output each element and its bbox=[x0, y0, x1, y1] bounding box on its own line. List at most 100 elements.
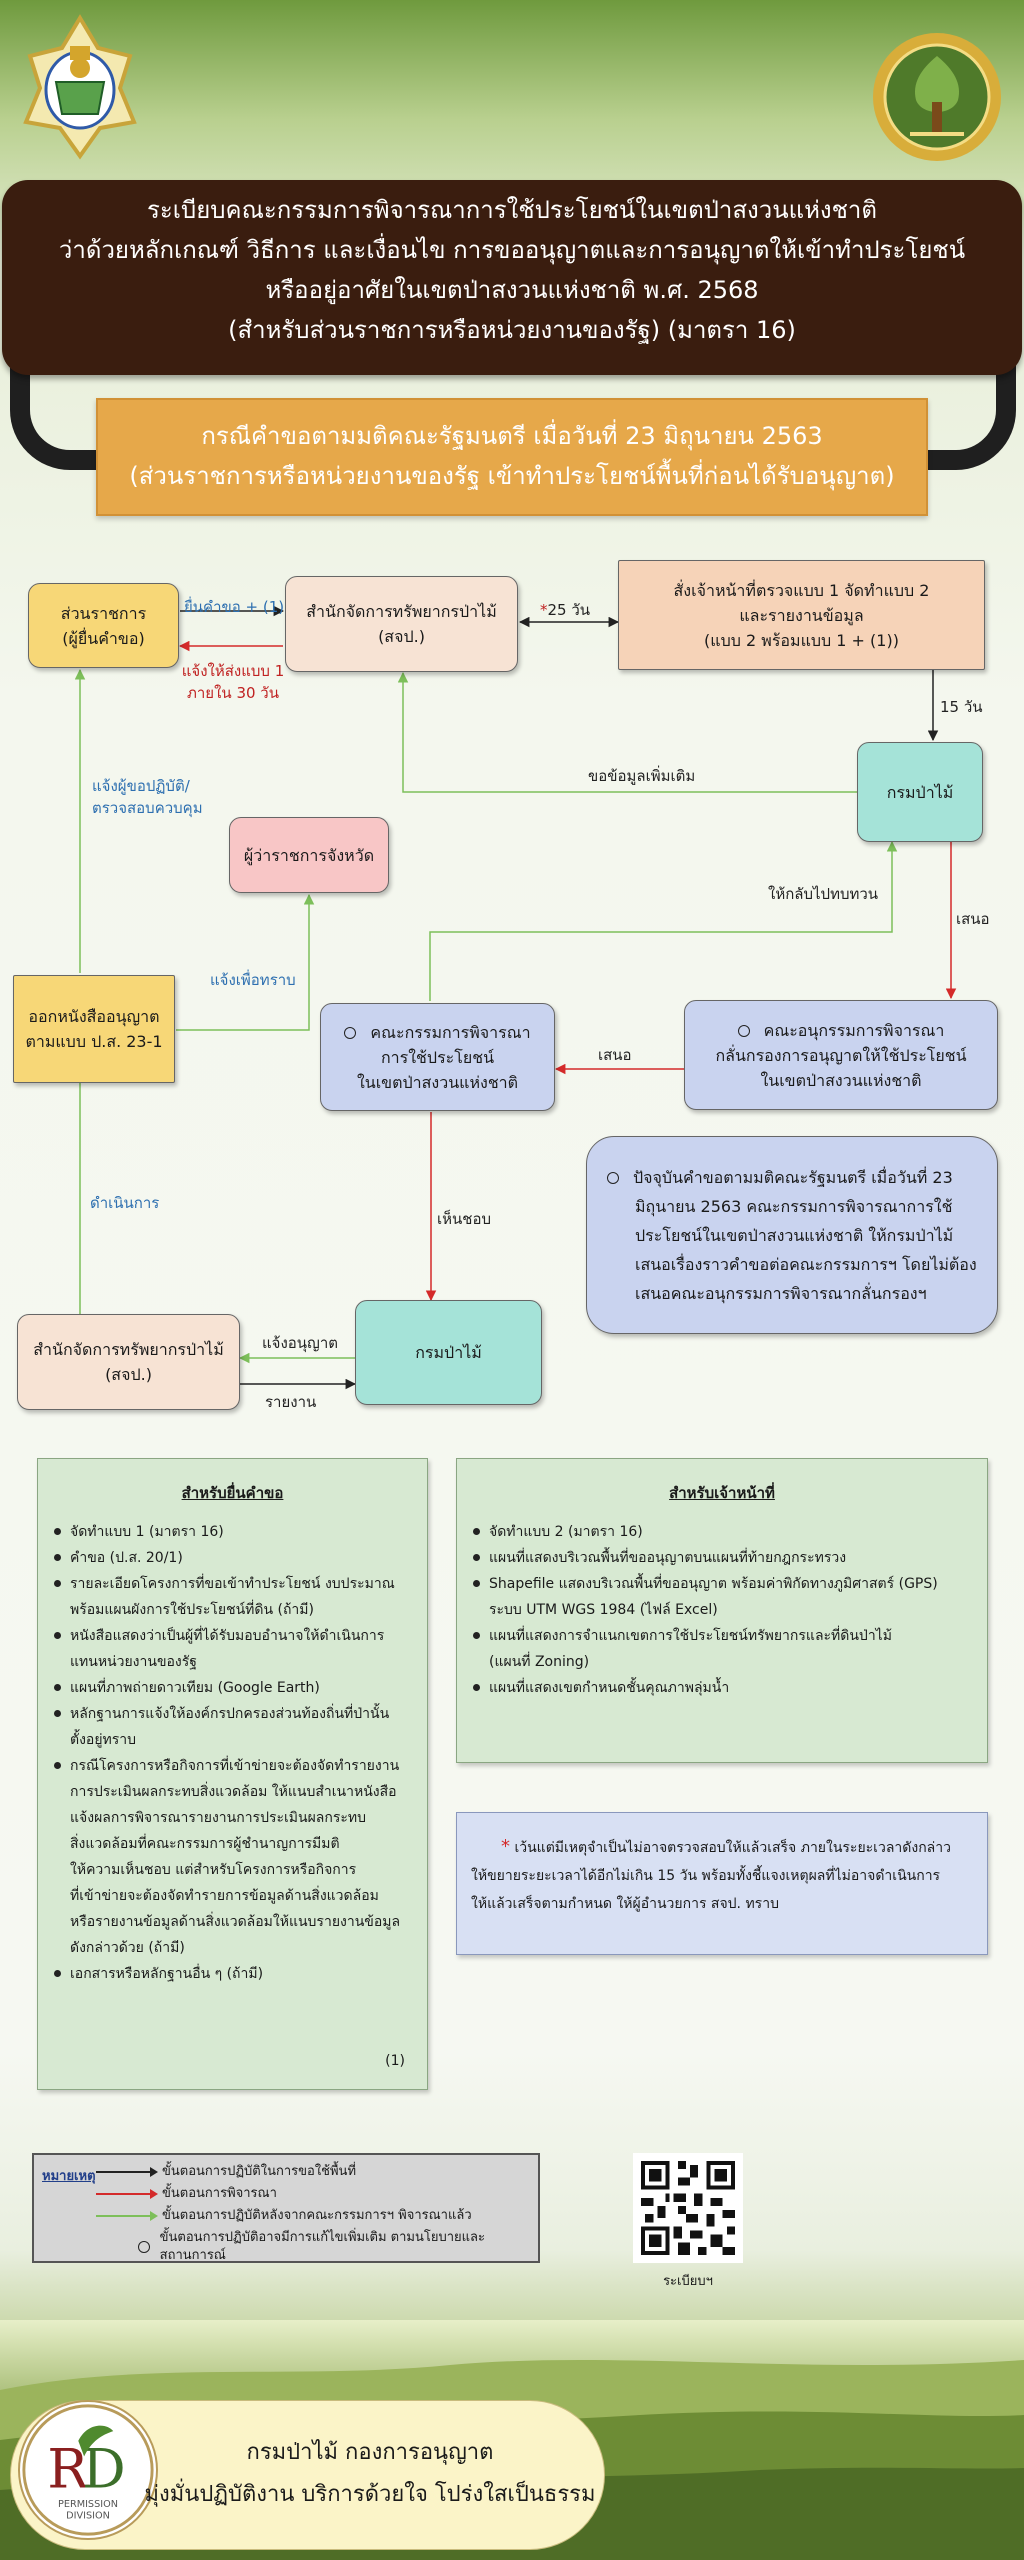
item-line: แทนหน่วยงานของรัฐ bbox=[70, 1654, 198, 1670]
case-line-2: (ส่วนราชการหรือหน่วยงานของรัฐ เข้าทำประโ… bbox=[129, 462, 895, 490]
governor-box: ผู้ว่าราชการจังหวัด bbox=[229, 817, 389, 893]
item-line: ที่เข้าข่ายจะต้องจัดทำรายการข้อมูลด้านสิ… bbox=[70, 1888, 379, 1904]
note-line-2: มิถุนายน 2563 คณะกรรมการพิจารณาการใช้ bbox=[635, 1196, 953, 1216]
footnote-marker: (1) bbox=[385, 2053, 405, 2069]
label-notify-comply-line-1: แจ้งผู้ขอปฏิบัติ/ bbox=[92, 777, 190, 795]
label-notify-ack: แจ้งเพื่อทราบ bbox=[210, 971, 296, 989]
asterisk-mark: * bbox=[501, 1836, 510, 1857]
committee-line-2: การใช้ประโยชน์ bbox=[380, 1047, 495, 1067]
legend-row-after-committee: ขั้นตอนการปฏิบัติหลังจากคณะกรรมการฯ พิจา… bbox=[96, 2207, 472, 2225]
rfd-bottom-label: กรมป่าไม้ bbox=[415, 1343, 482, 1362]
label-submit: ยื่นคำขอ + (1) bbox=[184, 598, 285, 616]
logo-text-line-2: DIVISION bbox=[66, 2511, 110, 2522]
qr-code-icon bbox=[633, 2153, 743, 2263]
applicant-box: ส่วนราชการ (ผู้ยื่นคำขอ) bbox=[28, 583, 179, 668]
provincial-office-box-bottom: สำนักจัดการทรัพยากรป่าไม้ (สจป.) bbox=[17, 1314, 240, 1410]
title-line-2: ว่าด้วยหลักเกณฑ์ วิธีการ และเงื่อนไข การ… bbox=[58, 236, 966, 264]
note-line-5: เสนอคณะอนุกรรมการพิจารณากลั่นกรองฯ bbox=[635, 1283, 927, 1303]
label-approve: เห็นชอบ bbox=[437, 1210, 491, 1228]
logo-text-line-1: PERMISSION bbox=[58, 2499, 118, 2510]
label-notify-permit: แจ้งอนุญาต bbox=[262, 1334, 338, 1352]
list-item: แผนที่ภาพถ่ายดาวเทียม (Google Earth) bbox=[52, 1675, 415, 1701]
note-line-4: เสนอเรื่องราวคำขอต่อคณะกรรมการฯ โดยไม่ต้… bbox=[635, 1254, 977, 1274]
officer-docs-panel: สำหรับเจ้าหน้าที่ จัดทำแบบ 2 (มาตรา 16) … bbox=[456, 1458, 988, 1763]
ministry-emblem-icon bbox=[23, 14, 137, 160]
rfd-box-top: กรมป่าไม้ bbox=[857, 742, 983, 842]
remark-line-3: ให้แล้วเสร็จตามกำหนด ให้ผู้อำนวยการ สจป.… bbox=[471, 1896, 779, 1912]
item-line: พร้อมแผนผังการใช้ประโยชน์ที่ดิน (ถ้ามี) bbox=[70, 1602, 314, 1618]
legend-row-consideration-text: ขั้นตอนการพิจารณา bbox=[162, 2186, 277, 2201]
committee-line-1-text: คณะกรรมการพิจารณา bbox=[370, 1022, 531, 1042]
item-line: จัดทำแบบ 1 (มาตรา 16) bbox=[70, 1524, 224, 1540]
legend-row-policy-text: ขั้นตอนการปฏิบัติอาจมีการแก้ไขเพิ่มเติม … bbox=[159, 2230, 485, 2263]
qr-label: ระเบียบฯ bbox=[663, 2274, 713, 2289]
provincial-top-line-2: (สจป.) bbox=[378, 627, 425, 646]
item-line: (แผนที่ Zoning) bbox=[489, 1654, 590, 1670]
label-notify-send-line-1: แจ้งให้ส่งแบบ 1 bbox=[181, 662, 285, 680]
item-line: แผนที่แสดงเขตกำหนดชั้นคุณภาพลุ่มน้ำ bbox=[489, 1680, 730, 1696]
list-item: Shapefile แสดงบริเวณพื้นที่ขออนุญาต พร้อ… bbox=[471, 1571, 975, 1623]
provincial-office-box-top: สำนักจัดการทรัพยากรป่าไม้ (สจป.) bbox=[285, 576, 518, 672]
arrow-notify-ack bbox=[176, 893, 315, 1031]
list-item: หลักฐานการแจ้งให้องค์กรปกครองส่วนท้องถิ่… bbox=[52, 1701, 415, 1753]
title-line-4: (สำหรับส่วนราชการหรือหน่วยงานของรัฐ) (มา… bbox=[228, 316, 796, 344]
item-line: สิ่งแวดล้อมที่คณะกรรมการผู้ชำนาญการมีมติ bbox=[70, 1836, 340, 1852]
note-line-1-text: ปัจจุบันคำขอตามมติคณะรัฐมนตรี เมื่อวันที… bbox=[633, 1167, 953, 1187]
applicant-docs-list: จัดทำแบบ 1 (มาตรา 16) คำขอ (ป.ส. 20/1) ร… bbox=[38, 1519, 427, 1987]
remark-line-1-text: เว้นแต่มีเหตุจำเป็นไม่อาจตรวจสอบให้แล้วเ… bbox=[514, 1840, 951, 1856]
arrow-more-info bbox=[397, 671, 857, 793]
label-propose-committee: เสนอ bbox=[598, 1046, 632, 1064]
legend-row-practice: ขั้นตอนการปฏิบัติในการขอใช้พื้นที่ bbox=[96, 2163, 356, 2181]
svg-text:D: D bbox=[82, 2437, 126, 2500]
list-item: จัดทำแบบ 2 (มาตรา 16) bbox=[471, 1519, 975, 1545]
note-line-3: ประโยชน์ในเขตป่าสงวนแห่งชาติ ให้กรมป่าไม… bbox=[635, 1225, 954, 1245]
item-line: จัดทำแบบ 2 (มาตรา 16) bbox=[489, 1524, 643, 1540]
applicant-docs-title: สำหรับยื่นคำขอ bbox=[181, 1484, 284, 1502]
item-line: คำขอ (ป.ส. 20/1) bbox=[70, 1550, 183, 1566]
subcommittee-line-2: กลั่นกรองการอนุญาตให้ใช้ประโยชน์ bbox=[715, 1045, 967, 1065]
legend-row-after-committee-text: ขั้นตอนการปฏิบัติหลังจากคณะกรรมการฯ พิจา… bbox=[162, 2208, 472, 2223]
permit-issue-line-1: ออกหนังสืออนุญาต bbox=[28, 1007, 160, 1026]
label-notify-send: แจ้งให้ส่งแบบ 1 ภายใน 30 วัน bbox=[180, 660, 286, 704]
applicant-line-2: (ผู้ยื่นคำขอ) bbox=[62, 628, 145, 648]
item-line: การประเมินผลกระทบสิ่งแวดล้อม ให้แนบสำเนา… bbox=[70, 1784, 397, 1800]
item-line: กรณีโครงการหรือกิจการที่เข้าข่ายจะต้องจั… bbox=[70, 1758, 400, 1774]
officer-inspection-box: สั่งเจ้าหน้าที่ตรวจแบบ 1 จัดทำแบบ 2 และร… bbox=[618, 560, 985, 670]
item-line: แผนที่แสดงการจำแนกเขตการใช้ประโยชน์ทรัพย… bbox=[489, 1628, 892, 1644]
royal-forest-department-emblem-icon bbox=[873, 33, 1001, 161]
officer-line-2: และรายงานข้อมูล bbox=[739, 605, 864, 625]
title-line-3: หรืออยู่อาศัยในเขตป่าสงวนแห่งชาติ พ.ศ. 2… bbox=[265, 276, 759, 304]
case-banner: กรณีคำขอตามมติคณะรัฐมนตรี เมื่อวันที่ 23… bbox=[96, 398, 928, 516]
rfd-box-bottom: กรมป่าไม้ bbox=[355, 1300, 542, 1405]
committee-box: คณะกรรมการพิจารณา การใช้ประโยชน์ ในเขตป่… bbox=[320, 1003, 555, 1111]
label-25-days-text: 25 วัน bbox=[547, 601, 591, 619]
regulation-title: ระเบียบคณะกรรมการพิจารณาการใช้ประโยชน์ใน… bbox=[2, 180, 1022, 375]
remark-line-2: ให้ขยายระยะเวลาได้อีกไม่เกิน 15 วัน พร้อ… bbox=[471, 1868, 941, 1884]
circle-marker-icon bbox=[344, 1027, 357, 1039]
footer-text: กรมป่าไม้ กองการอนุญาต มุ่งมั่นปฏิบัติงา… bbox=[140, 2432, 600, 2516]
item-line: ตั้งอยู่ทราบ bbox=[70, 1732, 137, 1748]
title-line-1: ระเบียบคณะกรรมการพิจารณาการใช้ประโยชน์ใน… bbox=[147, 196, 877, 224]
list-item: แผนที่แสดงเขตกำหนดชั้นคุณภาพลุ่มน้ำ bbox=[471, 1675, 975, 1701]
subcommittee-line-1-text: คณะอนุกรรมการพิจารณา bbox=[763, 1020, 945, 1040]
committee-line-1: คณะกรรมการพิจารณา bbox=[344, 1020, 531, 1045]
circle-marker-icon bbox=[737, 1025, 750, 1037]
officer-line-3: (แบบ 2 พร้อมแบบ 1 + (1)) bbox=[704, 630, 899, 650]
subcommittee-line-3: ในเขตป่าสงวนแห่งชาติ bbox=[760, 1070, 922, 1090]
list-item: รายละเอียดโครงการที่ขอเข้าทำประโยชน์ งบป… bbox=[52, 1571, 415, 1623]
list-item: คำขอ (ป.ส. 20/1) bbox=[52, 1545, 415, 1571]
item-line: ให้ความเห็นชอบ แต่สำหรับโครงการหรือกิจกา… bbox=[70, 1862, 357, 1878]
governor-label: ผู้ว่าราชการจังหวัด bbox=[243, 845, 375, 865]
officer-docs-title: สำหรับเจ้าหน้าที่ bbox=[669, 1484, 775, 1502]
rfd-top-label: กรมป่าไม้ bbox=[886, 782, 954, 802]
item-line: หนังสือแสดงว่าเป็นผู้ที่ได้รับมอบอำนาจให… bbox=[70, 1628, 385, 1644]
item-line: เอกสารหรือหลักฐานอื่น ๆ (ถ้ามี) bbox=[70, 1966, 264, 1982]
permission-division-logo-icon: R D PERMISSION DIVISION bbox=[18, 2400, 158, 2540]
applicant-line-1: ส่วนราชการ bbox=[60, 603, 147, 623]
legend-row-policy: ขั้นตอนการปฏิบัติอาจมีการแก้ไขเพิ่มเติม … bbox=[138, 2229, 538, 2265]
applicant-docs-panel: สำหรับยื่นคำขอ จัดทำแบบ 1 (มาตรา 16) คำข… bbox=[37, 1458, 428, 2090]
item-line: หรือรายงานข้อมูลด้านสิ่งแวดล้อมให้แนบราย… bbox=[70, 1914, 401, 1930]
permit-issue-box: ออกหนังสืออนุญาต ตามแบบ ป.ส. 23-1 bbox=[13, 975, 175, 1083]
permit-issue-line-2: ตามแบบ ป.ส. 23-1 bbox=[25, 1032, 163, 1051]
list-item: หนังสือแสดงว่าเป็นผู้ที่ได้รับมอบอำนาจให… bbox=[52, 1623, 415, 1675]
